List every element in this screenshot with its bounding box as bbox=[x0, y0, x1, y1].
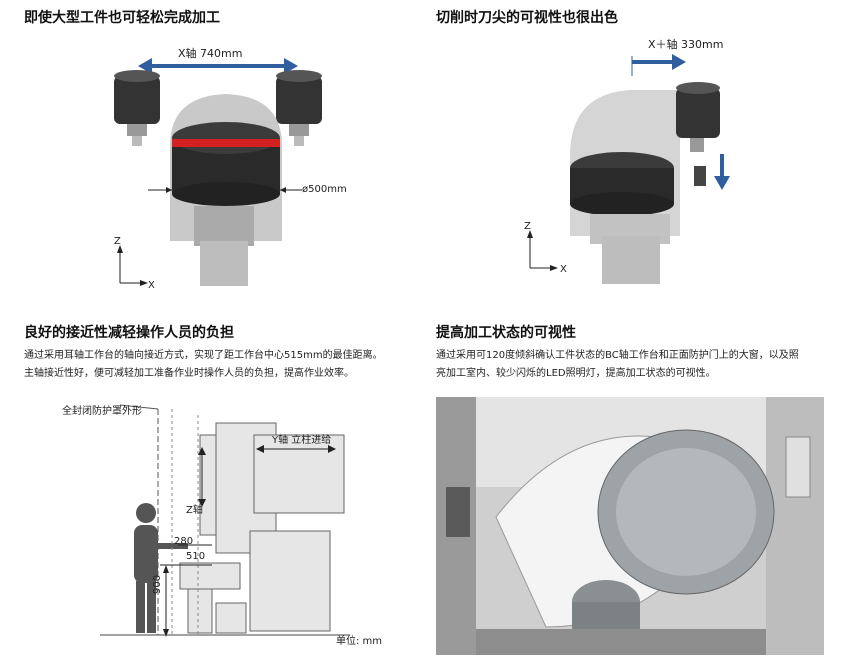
spindle bbox=[676, 82, 720, 186]
workpiece bbox=[570, 152, 674, 216]
bl-dim-900: 900 bbox=[152, 574, 163, 594]
bl-enclosure-label: 全封闭防护罩外形 bbox=[62, 406, 142, 417]
tl-title: 即使大型工件也可轻松完成加工 bbox=[24, 10, 220, 26]
tl-diameter-label: ø500mm bbox=[302, 184, 347, 195]
bl-y-axis-label: Y轴 立柱进给 bbox=[272, 435, 332, 446]
tl-diagram bbox=[114, 58, 322, 286]
tr-title: 切削时刀尖的可视性也很出色 bbox=[436, 10, 618, 26]
bl-dim-280: 280 bbox=[174, 536, 194, 547]
br-para-line1: 通过采用可120度倾斜确认工件状态的BC轴工作台和正面防护门上的大窗，以及照 bbox=[436, 350, 799, 361]
tr-x-label: X bbox=[560, 264, 567, 275]
tl-x-label: X bbox=[148, 280, 155, 291]
red-band bbox=[172, 139, 280, 147]
tl-x-axis-label: X轴 740mm bbox=[178, 47, 243, 60]
tr-x-axis-label: X＋轴 330mm bbox=[648, 38, 724, 51]
left-spindle bbox=[114, 70, 160, 146]
tr-z-label: Z bbox=[524, 221, 531, 232]
bl-title: 良好的接近性减轻操作人员的负担 bbox=[24, 325, 234, 341]
bl-z-axis-label: Z轴 bbox=[186, 505, 203, 516]
bl-para-line2: 主轴接近性好，便可减轻加工准备作业时操作人员的负担，提高作业效率。 bbox=[24, 368, 354, 379]
bl-machine-diagram bbox=[100, 404, 350, 637]
br-title: 提高加工状态的可视性 bbox=[436, 325, 576, 341]
br-photo bbox=[436, 397, 824, 655]
workpiece bbox=[172, 122, 280, 206]
tl-z-label: Z bbox=[114, 236, 121, 247]
bl-dim-510: 510 bbox=[186, 551, 206, 562]
operator-silhouette bbox=[134, 503, 188, 633]
tr-diagram bbox=[527, 54, 730, 284]
bl-unit-label: 单位: mm bbox=[336, 636, 383, 647]
bl-para-line1: 通过采用耳轴工作台的轴向接近方式，实现了距工作台中心515mm的最佳距离。 bbox=[24, 350, 383, 361]
right-spindle bbox=[276, 70, 322, 146]
br-para-line2: 亮加工室内、较少闪烁的LED照明灯，提高加工状态的可视性。 bbox=[436, 368, 716, 379]
